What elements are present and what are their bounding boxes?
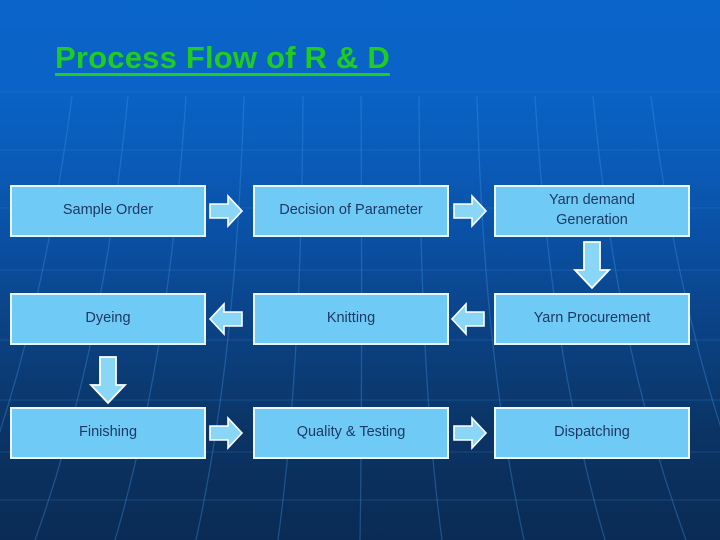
- process-box-label: Finishing: [78, 424, 138, 441]
- process-box-dispatching[interactable]: Dispatching: [494, 407, 690, 459]
- process-box-yarn-demand-generation[interactable]: Yarn demand Generation: [494, 185, 690, 237]
- process-box-label-line2: Generation: [556, 212, 628, 228]
- process-box-decision-of-parameter[interactable]: Decision of Parameter: [253, 185, 449, 237]
- process-box-quality-and-testing[interactable]: Quality & Testing: [253, 407, 449, 459]
- arrow-right-icon-r1c1: [208, 194, 244, 228]
- arrow-left-icon-r2c2: [450, 302, 486, 336]
- arrow-right-icon-r3c1: [208, 416, 244, 450]
- process-box-label-line1: Yarn demand: [549, 192, 635, 209]
- process-box-label: Sample Order: [62, 202, 154, 219]
- process-box-yarn-procurement[interactable]: Yarn Procurement: [494, 293, 690, 345]
- process-box-label: Knitting: [326, 310, 376, 327]
- process-box-label: Dispatching: [554, 424, 630, 441]
- arrow-down-icon-right-column: [572, 240, 612, 290]
- page-title: Process Flow of R & D: [55, 40, 390, 75]
- arrow-down-icon-left-column: [88, 355, 128, 405]
- process-box-sample-order[interactable]: Sample Order: [10, 185, 206, 237]
- arrow-left-icon-r2c1: [208, 302, 244, 336]
- process-box-finishing[interactable]: Finishing: [10, 407, 206, 459]
- process-box-knitting[interactable]: Knitting: [253, 293, 449, 345]
- process-box-label: Decision of Parameter: [279, 202, 423, 219]
- arrow-right-icon-r3c2: [452, 416, 488, 450]
- process-box-label: Quality & Testing: [296, 424, 406, 441]
- process-box-label: Yarn Procurement: [533, 310, 651, 327]
- arrow-right-icon-r1c2: [452, 194, 488, 228]
- process-box-label: Dyeing: [85, 310, 131, 327]
- process-box-dyeing[interactable]: Dyeing: [10, 293, 206, 345]
